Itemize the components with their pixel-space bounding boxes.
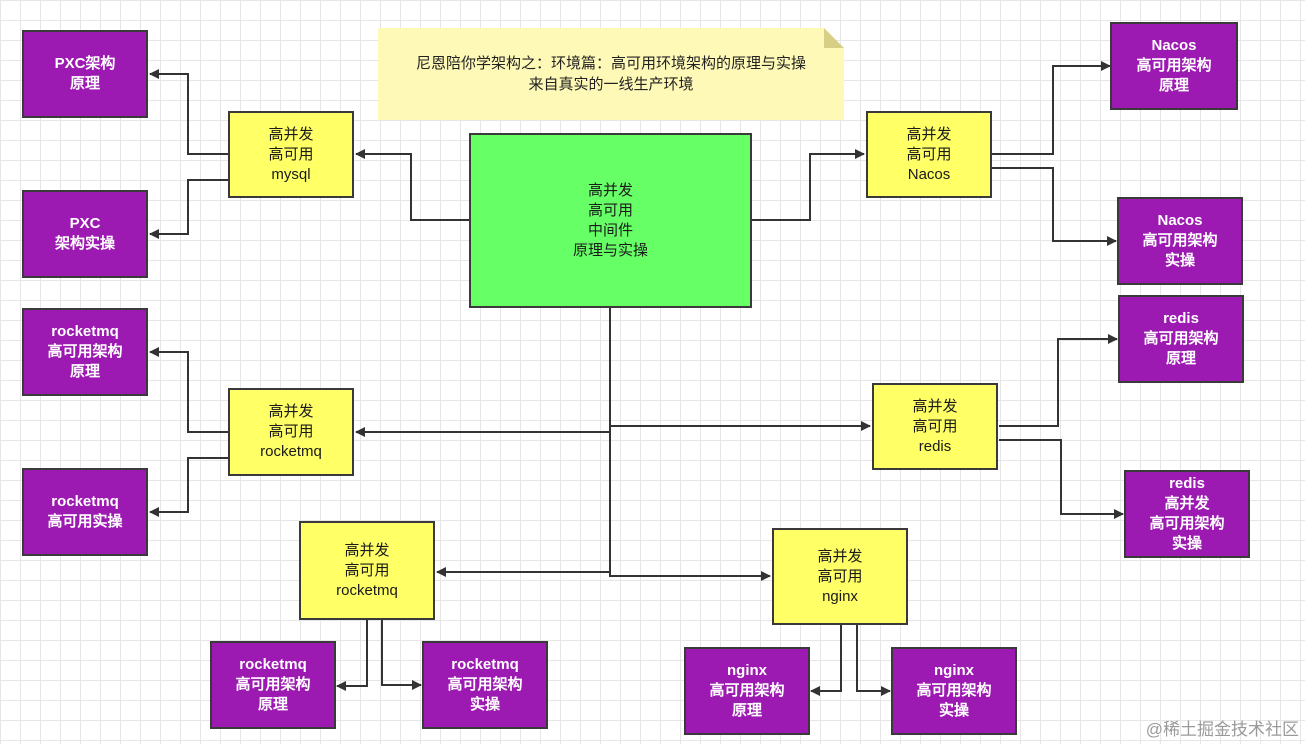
connector-redis-principle (999, 334, 1118, 427)
node-line: 高并发 (268, 403, 314, 420)
node-line: 原理 (69, 75, 100, 92)
node-line: 原理 (1158, 77, 1189, 94)
node-line: rocketmq (451, 656, 519, 673)
connector-nginx-principle (810, 625, 842, 696)
node-line: nginx (727, 662, 767, 679)
node-line: mysql (271, 165, 311, 183)
node-line: PXC (69, 215, 101, 232)
redis-node: 高并发 高可用 redis (872, 383, 998, 470)
rocketmq-bottom-principle-node: rocketmq 高可用架构 原理 (210, 641, 336, 729)
node-line: 高可用 (344, 561, 390, 579)
node-line: 原理 (69, 363, 100, 380)
mysql-node: 高并发 高可用 mysql (228, 111, 354, 198)
node-line: 原理 (731, 702, 762, 719)
node-line: rocketmq (239, 656, 307, 673)
node-line: 高并发 (344, 541, 390, 559)
connector-rocketmq-bottom-practice (381, 620, 422, 690)
node-line: 实操 (938, 702, 969, 719)
connector-hub-mysql (355, 149, 469, 221)
connector-mysql-pxc-practice (149, 179, 228, 239)
node-line: 原理 (257, 696, 288, 713)
connector-nacos-principle (992, 61, 1111, 155)
watermark-text: @稀土掘金技术社区 (1145, 720, 1299, 739)
node-line: redis (1163, 310, 1199, 327)
redis-practice-node: redis 高并发 高可用架构 实操 (1124, 470, 1250, 558)
hub-middleware-node: 高并发 高可用 中间件 原理与实操 (469, 133, 752, 308)
node-line: nginx (934, 662, 974, 679)
node-line: 高可用架构 (1142, 232, 1218, 249)
pxc-practice-node: PXC 架构实操 (22, 190, 148, 278)
node-line: 高并发 (587, 181, 633, 199)
node-line: rocketmq (51, 323, 119, 340)
node-line: 实操 (1164, 252, 1195, 269)
node-line: Nacos (1157, 212, 1203, 229)
node-line: 高可用架构 (1143, 330, 1219, 347)
node-line: 高并发 (912, 397, 958, 415)
pxc-principle-node: PXC架构 原理 (22, 30, 148, 118)
node-line: redis (918, 437, 952, 455)
node-line: 架构实操 (54, 235, 115, 252)
node-line: redis (1169, 475, 1205, 492)
node-line: 高并发 (906, 125, 952, 143)
node-line: 高可用架构 (916, 682, 992, 699)
connector-rocketmq-left-practice (149, 457, 228, 517)
redis-principle-node: redis 高可用架构 原理 (1118, 295, 1244, 383)
nginx-principle-node: nginx 高可用架构 原理 (684, 647, 810, 735)
node-line: rocketmq (260, 443, 322, 460)
rocketmq-left-node: 高并发 高可用 rocketmq (228, 388, 354, 476)
node-line: 高可用 (912, 417, 958, 435)
connector-hub-nacos (752, 149, 865, 221)
rocketmq-left-principle-node: rocketmq 高可用架构 原理 (22, 308, 148, 396)
node-line: rocketmq (336, 581, 398, 599)
node-line: PXC架构 (54, 55, 116, 72)
node-line: 高可用 (817, 567, 863, 585)
node-line: 高可用架构 (235, 676, 311, 693)
connector-rocketmq-left-principle (149, 347, 228, 433)
node-line: 高可用架构 (1136, 57, 1212, 74)
node-line: 高可用 (268, 145, 314, 163)
connector-nacos-practice (992, 167, 1117, 246)
node-line: 高可用实操 (47, 513, 123, 530)
nacos-principle-node: Nacos 高可用架构 原理 (1110, 22, 1238, 110)
rocketmq-left-practice-node: rocketmq 高可用实操 (22, 468, 148, 556)
note-line-2: 来自真实的一线生产环境 (528, 76, 694, 93)
node-line: 高可用 (906, 145, 952, 163)
connector-mysql-pxc-principle (149, 69, 228, 155)
connector-hub-nginx (609, 571, 771, 581)
node-line: 原理与实操 (572, 241, 648, 259)
node-line: 原理 (1165, 350, 1196, 367)
nacos-practice-node: Nacos 高可用架构 实操 (1117, 197, 1243, 285)
connector-hub-rocketmq-left (355, 308, 611, 437)
node-line: 高并发 (1164, 495, 1210, 512)
node-line: 高并发 (268, 125, 314, 143)
title-note: 尼恩陪你学架构之：环境篇：高可用环境架构的原理与实操 来自真实的一线生产环境 (378, 28, 844, 120)
node-line: 高可用架构 (1149, 515, 1225, 532)
node-line: 高可用架构 (47, 343, 123, 360)
node-line: 高可用架构 (447, 676, 523, 693)
nginx-node: 高并发 高可用 nginx (772, 528, 908, 625)
node-line: 高可用 (268, 423, 314, 440)
node-line: 高可用 (587, 201, 633, 219)
node-line: 实操 (1171, 535, 1202, 552)
nacos-node: 高并发 高可用 Nacos (866, 111, 992, 198)
node-line: 高并发 (817, 547, 863, 565)
node-line: 中间件 (587, 221, 633, 239)
note-line-1: 尼恩陪你学架构之：环境篇：高可用环境架构的原理与实操 (415, 55, 806, 72)
node-line: rocketmq (51, 493, 119, 510)
connector-rocketmq-bottom-principle (336, 620, 368, 691)
connector-redis-practice (999, 439, 1124, 519)
nginx-practice-node: nginx 高可用架构 实操 (891, 647, 1017, 735)
node-line: nginx (822, 587, 858, 605)
connector-nginx-practice (856, 625, 891, 696)
node-line: Nacos (1151, 37, 1197, 54)
node-line: 实操 (469, 696, 500, 713)
node-line: Nacos (907, 165, 951, 183)
node-line: 高可用架构 (709, 682, 785, 699)
connector-hub-rocketmq-bottom (436, 426, 611, 577)
rocketmq-bottom-node: 高并发 高可用 rocketmq (299, 521, 435, 620)
rocketmq-bottom-practice-node: rocketmq 高可用架构 实操 (422, 641, 548, 729)
